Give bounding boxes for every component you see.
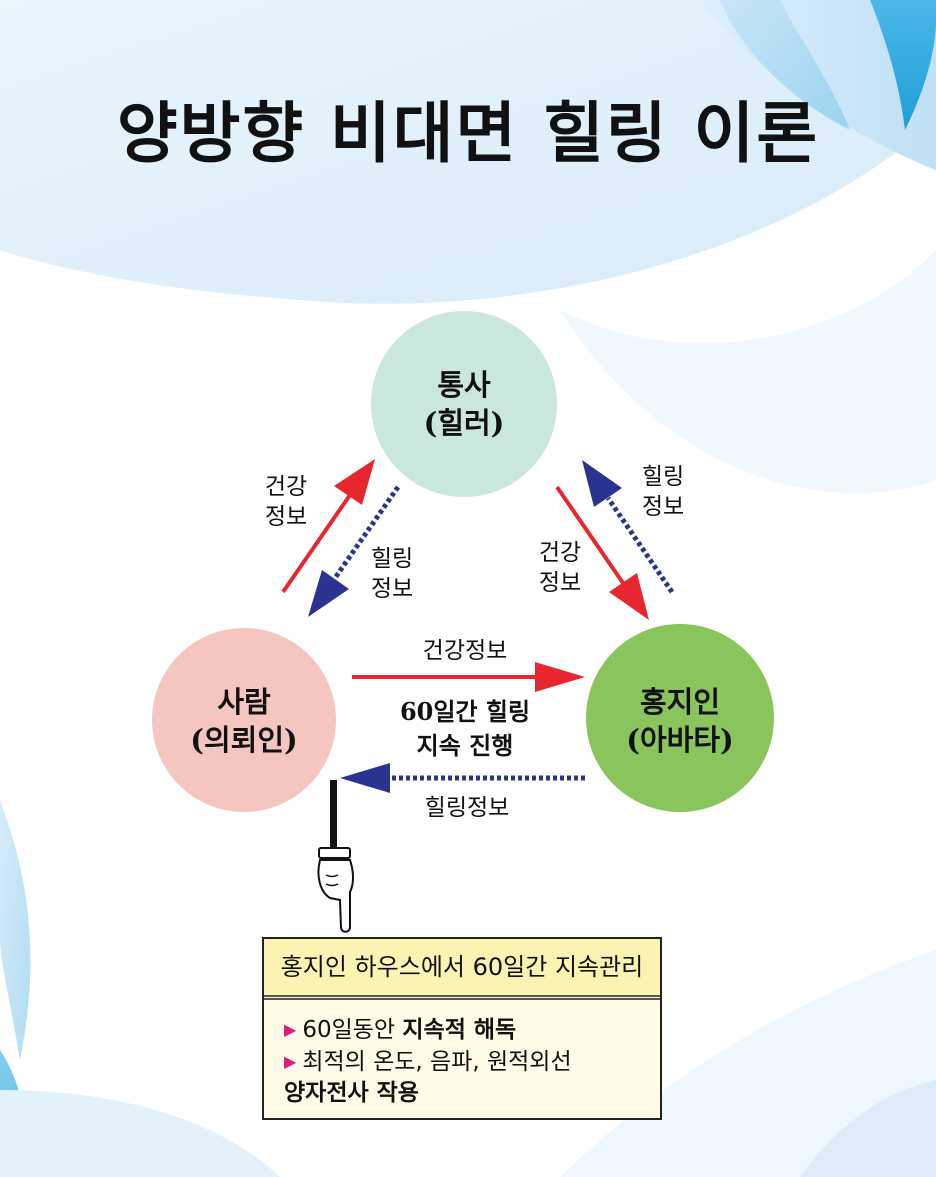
arrow-healer-to-avatar-health (555, 485, 625, 585)
node-healer-circle (371, 311, 557, 497)
arrowhead-avatar-to-client (340, 763, 390, 793)
label-left-down-line2: 정보 (370, 576, 414, 602)
label-right-up-healing: 힐링 정보 (633, 462, 693, 522)
label-right-up-line2: 정보 (641, 494, 685, 520)
list-item-text: 60일동안 (302, 1017, 403, 1043)
arrowhead-client-to-avatar (535, 662, 585, 692)
info-box-list: ▶ 60일동안 지속적 해독 ▶ 최적의 온도, 음파, 원적외선 양자전사 작용 (264, 1000, 660, 1109)
label-right-up-line1: 힐링 (641, 464, 685, 490)
triangle-bullet-icon: ▶ (284, 1052, 297, 1071)
list-item: ▶ 최적의 온도, 음파, 원적외선 (284, 1046, 648, 1078)
page-title: 양방향 비대면 힐링 이론 (116, 94, 820, 172)
arrowhead-healer-to-client (308, 570, 349, 617)
center-note-line1: 60일간 힐링 (399, 697, 531, 726)
node-avatar-line2: (아바타) (626, 723, 734, 757)
node-avatar-label: 홍지인 (아바타) (600, 683, 760, 759)
arrowhead-client-to-healer (334, 459, 375, 505)
label-left-up-line1: 건강 (264, 474, 308, 500)
info-box: 홍지인 하우스에서 60일간 지속관리 ▶ 60일동안 지속적 해독 ▶ 최적의 온… (262, 937, 662, 1120)
node-client-line2: (의뢰인) (190, 723, 298, 757)
info-box-header: 홍지인 하우스에서 60일간 지속관리 (264, 939, 660, 1000)
list-item-bold-text: 지속적 해독 (402, 1017, 517, 1043)
center-note-line2: 지속 진행 (416, 731, 514, 760)
node-avatar-line1: 홍지인 (639, 685, 721, 719)
label-right-down-line1: 건강 (538, 540, 582, 566)
label-bottom-healing: 힐링정보 (424, 795, 510, 821)
list-item-continuation: 양자전사 작용 (284, 1080, 419, 1106)
node-client-label: 사람 (의뢰인) (164, 683, 324, 759)
list-item: ▶ 60일동안 지속적 해독 (284, 1014, 648, 1046)
pointing-hand-icon (317, 780, 354, 933)
node-healer-label: 통사 (힐러) (384, 366, 544, 442)
arrow-client-to-healer-health (281, 493, 352, 594)
label-left-up-health: 건강 정보 (256, 472, 316, 532)
list-item-text: 최적의 온도, 음파, 원적외선 (302, 1049, 572, 1075)
node-client-circle (152, 628, 336, 812)
label-right-down-health: 건강 정보 (530, 538, 590, 598)
label-left-down-healing: 힐링 정보 (362, 544, 422, 604)
node-client-line1: 사람 (217, 685, 271, 719)
arrowhead-healer-to-avatar (609, 573, 649, 620)
arrow-avatar-to-healer-healing (605, 496, 675, 594)
label-left-up-line2: 정보 (264, 504, 308, 530)
arrow-healer-to-client-healing (332, 485, 401, 580)
node-healer-line1: 통사 (437, 368, 491, 402)
node-avatar-circle (586, 624, 774, 812)
arrowhead-avatar-to-healer (582, 460, 622, 507)
label-left-down-line1: 힐링 (370, 546, 414, 572)
node-healer-line2: (힐러) (423, 406, 505, 440)
triangle-bullet-icon: ▶ (284, 1020, 297, 1039)
label-bottom-health: 건강정보 (422, 638, 508, 664)
center-note: 60일간 힐링 지속 진행 (360, 695, 570, 763)
label-right-down-line2: 정보 (538, 570, 582, 596)
